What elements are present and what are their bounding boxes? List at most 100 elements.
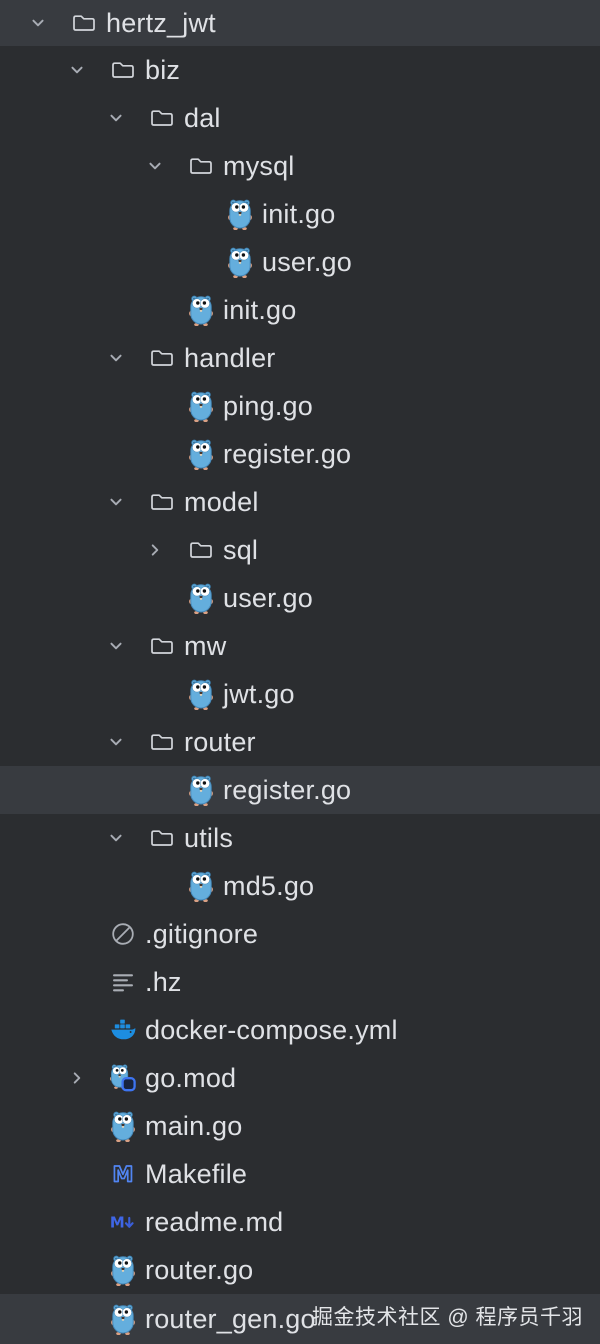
chevron-down-icon[interactable]: [104, 106, 128, 130]
tree-file-row-user-go[interactable]: user.go: [0, 238, 600, 286]
chevron-placeholder: [143, 394, 167, 418]
chevron-placeholder: [65, 1114, 89, 1138]
indent-spacer: [0, 358, 104, 359]
tree-file-row--gitignore[interactable]: .gitignore: [0, 910, 600, 958]
file-name: .gitignore: [145, 918, 259, 949]
folder-name: model: [184, 486, 259, 517]
tree-file-row-md5-go[interactable]: md5.go: [0, 862, 600, 910]
file-name: Makefile: [145, 1158, 248, 1189]
chevron-placeholder: [65, 1018, 89, 1042]
chevron-right-icon[interactable]: [143, 538, 167, 562]
chevron-down-icon[interactable]: [143, 154, 167, 178]
file-name: .hz: [145, 966, 182, 997]
file-name: register.go: [223, 438, 352, 469]
chevron-down-icon[interactable]: [104, 730, 128, 754]
file-name: register.go: [223, 774, 352, 805]
indent-spacer: [0, 934, 65, 935]
chevron-right-icon[interactable]: [65, 1066, 89, 1090]
tree-file-row-router-gen-go[interactable]: router_gen.go: [0, 1294, 600, 1344]
tree-file-row-user-go[interactable]: user.go: [0, 574, 600, 622]
tree-folder-row-utils[interactable]: utils: [0, 814, 600, 862]
tree-file-row--hz[interactable]: .hz: [0, 958, 600, 1006]
chevron-down-icon[interactable]: [104, 346, 128, 370]
folder-icon: [188, 150, 214, 182]
go-gopher-icon: [110, 1110, 136, 1142]
indent-spacer: [0, 1078, 65, 1079]
tree-folder-row-router[interactable]: router: [0, 718, 600, 766]
tree-file-row-docker-compose-yml[interactable]: docker-compose.yml: [0, 1006, 600, 1054]
file-name: user.go: [262, 246, 352, 277]
go-gopher-icon: [110, 1254, 136, 1286]
file-name: jwt.go: [223, 678, 295, 709]
file-name: router_gen.go: [145, 1303, 316, 1334]
tree-file-row-register-go[interactable]: register.go: [0, 766, 600, 814]
chevron-placeholder: [65, 922, 89, 946]
tree-folder-row-mw[interactable]: mw: [0, 622, 600, 670]
file-name: init.go: [262, 198, 336, 229]
tree-file-row-register-go[interactable]: register.go: [0, 430, 600, 478]
indent-spacer: [0, 982, 65, 983]
indent-spacer: [0, 1174, 65, 1175]
tree-folder-row-dal[interactable]: dal: [0, 94, 600, 142]
tree-folder-row-model[interactable]: model: [0, 478, 600, 526]
go-gopher-icon: [188, 870, 214, 902]
ignore-icon: [110, 918, 136, 950]
chevron-placeholder: [143, 298, 167, 322]
indent-spacer: [0, 118, 104, 119]
tree-file-row-makefile[interactable]: M Makefile: [0, 1150, 600, 1198]
chevron-placeholder: [143, 442, 167, 466]
indent-spacer: [0, 454, 143, 455]
tree-file-row-router-go[interactable]: router.go: [0, 1246, 600, 1294]
indent-spacer: [0, 790, 143, 791]
file-name: go.mod: [145, 1062, 237, 1093]
chevron-down-icon[interactable]: [65, 58, 89, 82]
folder-name: utils: [184, 822, 234, 853]
tree-file-row-jwt-go[interactable]: jwt.go: [0, 670, 600, 718]
folder-name: handler: [184, 342, 276, 373]
folder-icon: [149, 102, 175, 134]
svg-text:M: M: [113, 1163, 134, 1187]
indent-spacer: [0, 550, 143, 551]
chevron-placeholder: [65, 1307, 89, 1331]
tree-folder-row-sql[interactable]: sql: [0, 526, 600, 574]
folder-name: mysql: [223, 150, 295, 181]
chevron-placeholder: [65, 1162, 89, 1186]
chevron-placeholder: [143, 586, 167, 610]
indent-spacer: [0, 742, 104, 743]
chevron-placeholder: [65, 970, 89, 994]
indent-spacer: [0, 502, 104, 503]
tree-folder-row-hertz-jwt[interactable]: hertz_jwt: [0, 0, 600, 46]
go-gopher-icon: [188, 390, 214, 422]
indent-spacer: [0, 70, 65, 71]
go-gopher-icon: [227, 246, 253, 278]
svg-text:M: M: [110, 1213, 125, 1231]
go-gopher-icon: [188, 438, 214, 470]
tree-file-row-ping-go[interactable]: ping.go: [0, 382, 600, 430]
go-gopher-icon: [110, 1303, 136, 1335]
tree-file-row-go-mod[interactable]: go.mod: [0, 1054, 600, 1102]
chevron-down-icon[interactable]: [104, 634, 128, 658]
go-gopher-icon: [188, 678, 214, 710]
folder-name: biz: [145, 54, 181, 85]
folder-name: sql: [223, 534, 259, 565]
tree-folder-row-biz[interactable]: biz: [0, 46, 600, 94]
tree-file-row-init-go[interactable]: init.go: [0, 190, 600, 238]
indent-spacer: [0, 1126, 65, 1127]
indent-spacer: [0, 406, 143, 407]
tree-folder-row-mysql[interactable]: mysql: [0, 142, 600, 190]
tree-folder-row-handler[interactable]: handler: [0, 334, 600, 382]
file-name: md5.go: [223, 870, 315, 901]
indent-spacer: [0, 262, 182, 263]
chevron-placeholder: [143, 682, 167, 706]
chevron-down-icon[interactable]: [104, 490, 128, 514]
tree-file-row-main-go[interactable]: main.go: [0, 1102, 600, 1150]
tree-file-row-init-go[interactable]: init.go: [0, 286, 600, 334]
indent-spacer: [0, 1270, 65, 1271]
folder-name: hertz_jwt: [106, 7, 216, 38]
chevron-down-icon[interactable]: [104, 826, 128, 850]
chevron-down-icon[interactable]: [26, 11, 50, 35]
folder-icon: [149, 486, 175, 518]
markdown-icon: M: [110, 1206, 136, 1238]
